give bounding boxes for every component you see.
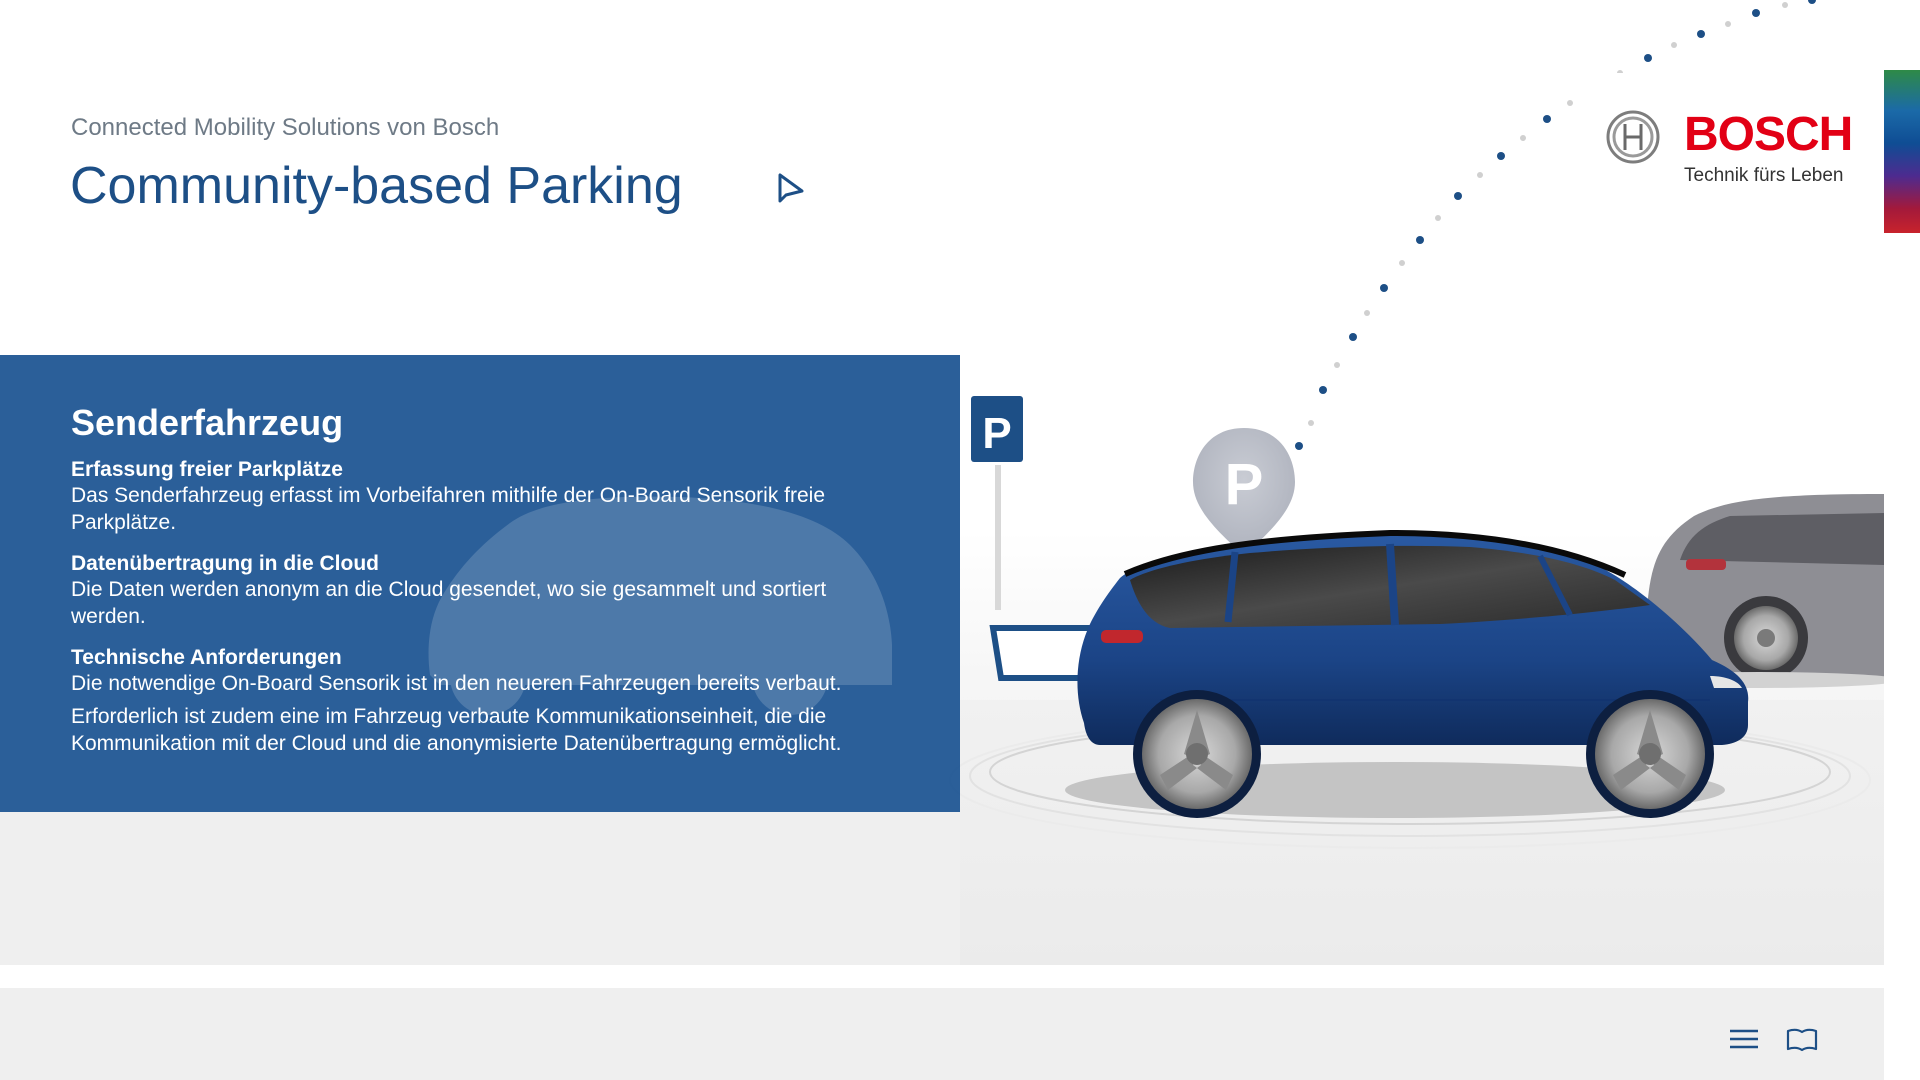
logo-brand-name: BOSCH bbox=[1684, 108, 1853, 161]
ghost-car-watermark bbox=[428, 496, 892, 715]
open-book-icon[interactable] bbox=[1786, 1026, 1818, 1052]
section-text: Erforderlich ist zudem eine im Fahrzeug … bbox=[71, 704, 842, 755]
hamburger-menu-icon[interactable] bbox=[1729, 1028, 1759, 1050]
parking-pin-icon: P bbox=[1193, 428, 1295, 556]
panel-heading: Senderfahrzeug bbox=[71, 402, 344, 443]
section-requirements: Technische Anforderungen Die notwendige … bbox=[71, 645, 891, 758]
section-text: Die Daten werden anonym an die Cloud ges… bbox=[71, 577, 827, 628]
page-subtitle: Connected Mobility Solutions von Bosch bbox=[71, 114, 500, 141]
right-edge bbox=[1884, 233, 1920, 1080]
section-title: Technische Anforderungen bbox=[71, 645, 342, 669]
page-title: Community-based Parking bbox=[70, 157, 683, 215]
bosch-logo: BOSCH Technik fürs Leben bbox=[1576, 73, 1884, 233]
cursor-arrow-icon bbox=[778, 173, 804, 203]
section-text: Die notwendige On-Board Sensorik ist in … bbox=[71, 671, 842, 695]
logo-tagline: Technik fürs Leben bbox=[1684, 165, 1844, 186]
road-left bbox=[0, 812, 960, 965]
pin-letter: P bbox=[1225, 452, 1264, 517]
section-detection: Erfassung freier Parkplätze Das Senderfa… bbox=[71, 457, 891, 537]
panel-content: Senderfahrzeug Erfassung freier Parkplät… bbox=[71, 403, 891, 771]
section-text: Das Senderfahrzeug erfasst im Vorbeifahr… bbox=[71, 483, 826, 534]
sender-vehicle-car bbox=[1077, 529, 1749, 818]
bosch-armature-icon bbox=[1606, 110, 1660, 164]
parking-sign: P bbox=[971, 396, 1023, 610]
section-title: Datenübertragung in die Cloud bbox=[71, 551, 379, 575]
brand-color-strip bbox=[1884, 70, 1920, 233]
parking-sign-letter: P bbox=[982, 409, 1011, 458]
parking-scene: P P bbox=[949, 0, 1884, 849]
footer-bar bbox=[0, 988, 1884, 1080]
info-panel: Senderfahrzeug Erfassung freier Parkplät… bbox=[0, 355, 960, 812]
section-title: Erfassung freier Parkplätze bbox=[71, 457, 343, 481]
section-cloud-transfer: Datenübertragung in die Cloud Die Daten … bbox=[71, 551, 891, 631]
